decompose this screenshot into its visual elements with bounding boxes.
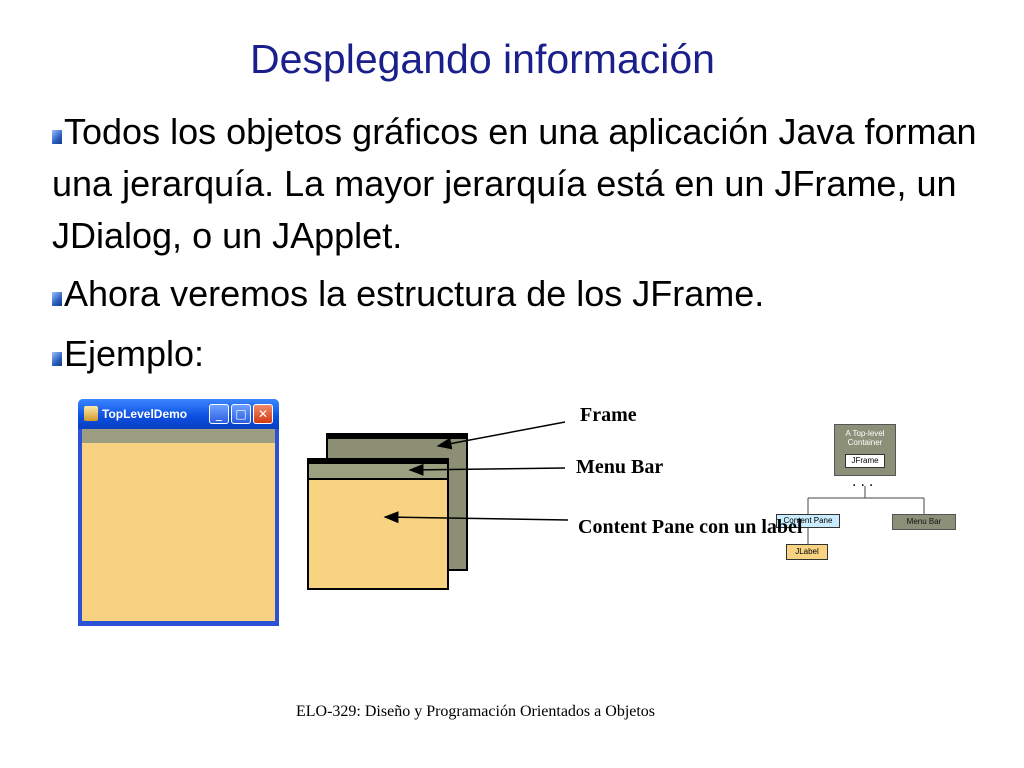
tree-node-top-title: A Top-level Container bbox=[845, 429, 885, 447]
java-cup-icon bbox=[84, 406, 98, 421]
tree-node-content-pane: Content Pane bbox=[776, 514, 840, 528]
window-title: TopLevelDemo bbox=[102, 407, 188, 421]
bullet-1-text: Todos los objetos gráficos en una aplica… bbox=[52, 111, 977, 256]
bullet-icon bbox=[52, 130, 62, 144]
bullet-1: Todos los objetos gráficos en una aplica… bbox=[52, 106, 992, 262]
tree-node-top-level: A Top-level Container JFrame bbox=[834, 424, 896, 476]
label-frame: Frame bbox=[580, 404, 637, 426]
tree-node-jframe: JFrame bbox=[845, 454, 885, 468]
menubar-layer bbox=[307, 458, 449, 480]
content-pane-layer bbox=[307, 478, 449, 590]
bullet-icon bbox=[52, 292, 62, 306]
maximize-button[interactable]: □ bbox=[231, 404, 251, 424]
footer: ELO-329: Diseño y Programación Orientado… bbox=[296, 703, 656, 720]
tree-node-menubar: Menu Bar bbox=[892, 514, 956, 530]
example-window: TopLevelDemo _ □ ✕ bbox=[78, 399, 279, 626]
tree-node-jlabel: JLabel bbox=[786, 544, 828, 560]
tree-ellipsis: ... bbox=[852, 474, 878, 490]
minimize-button[interactable]: _ bbox=[209, 404, 229, 424]
window-titlebar: TopLevelDemo _ □ ✕ bbox=[78, 399, 279, 429]
window-menubar bbox=[82, 429, 275, 443]
close-button[interactable]: ✕ bbox=[253, 404, 273, 424]
bullet-icon bbox=[52, 352, 62, 366]
bullet-2: Ahora veremos la estructura de los JFram… bbox=[52, 268, 764, 320]
bullet-2-text: Ahora veremos la estructura de los JFram… bbox=[64, 273, 765, 314]
label-menubar: Menu Bar bbox=[576, 456, 664, 478]
bullet-3: Ejemplo: bbox=[52, 328, 204, 380]
label-content-pane: Content Pane con un label bbox=[578, 516, 803, 538]
window-content-pane bbox=[82, 443, 275, 621]
slide-title: Desplegando información bbox=[250, 36, 715, 82]
bullet-3-text: Ejemplo: bbox=[64, 333, 205, 374]
